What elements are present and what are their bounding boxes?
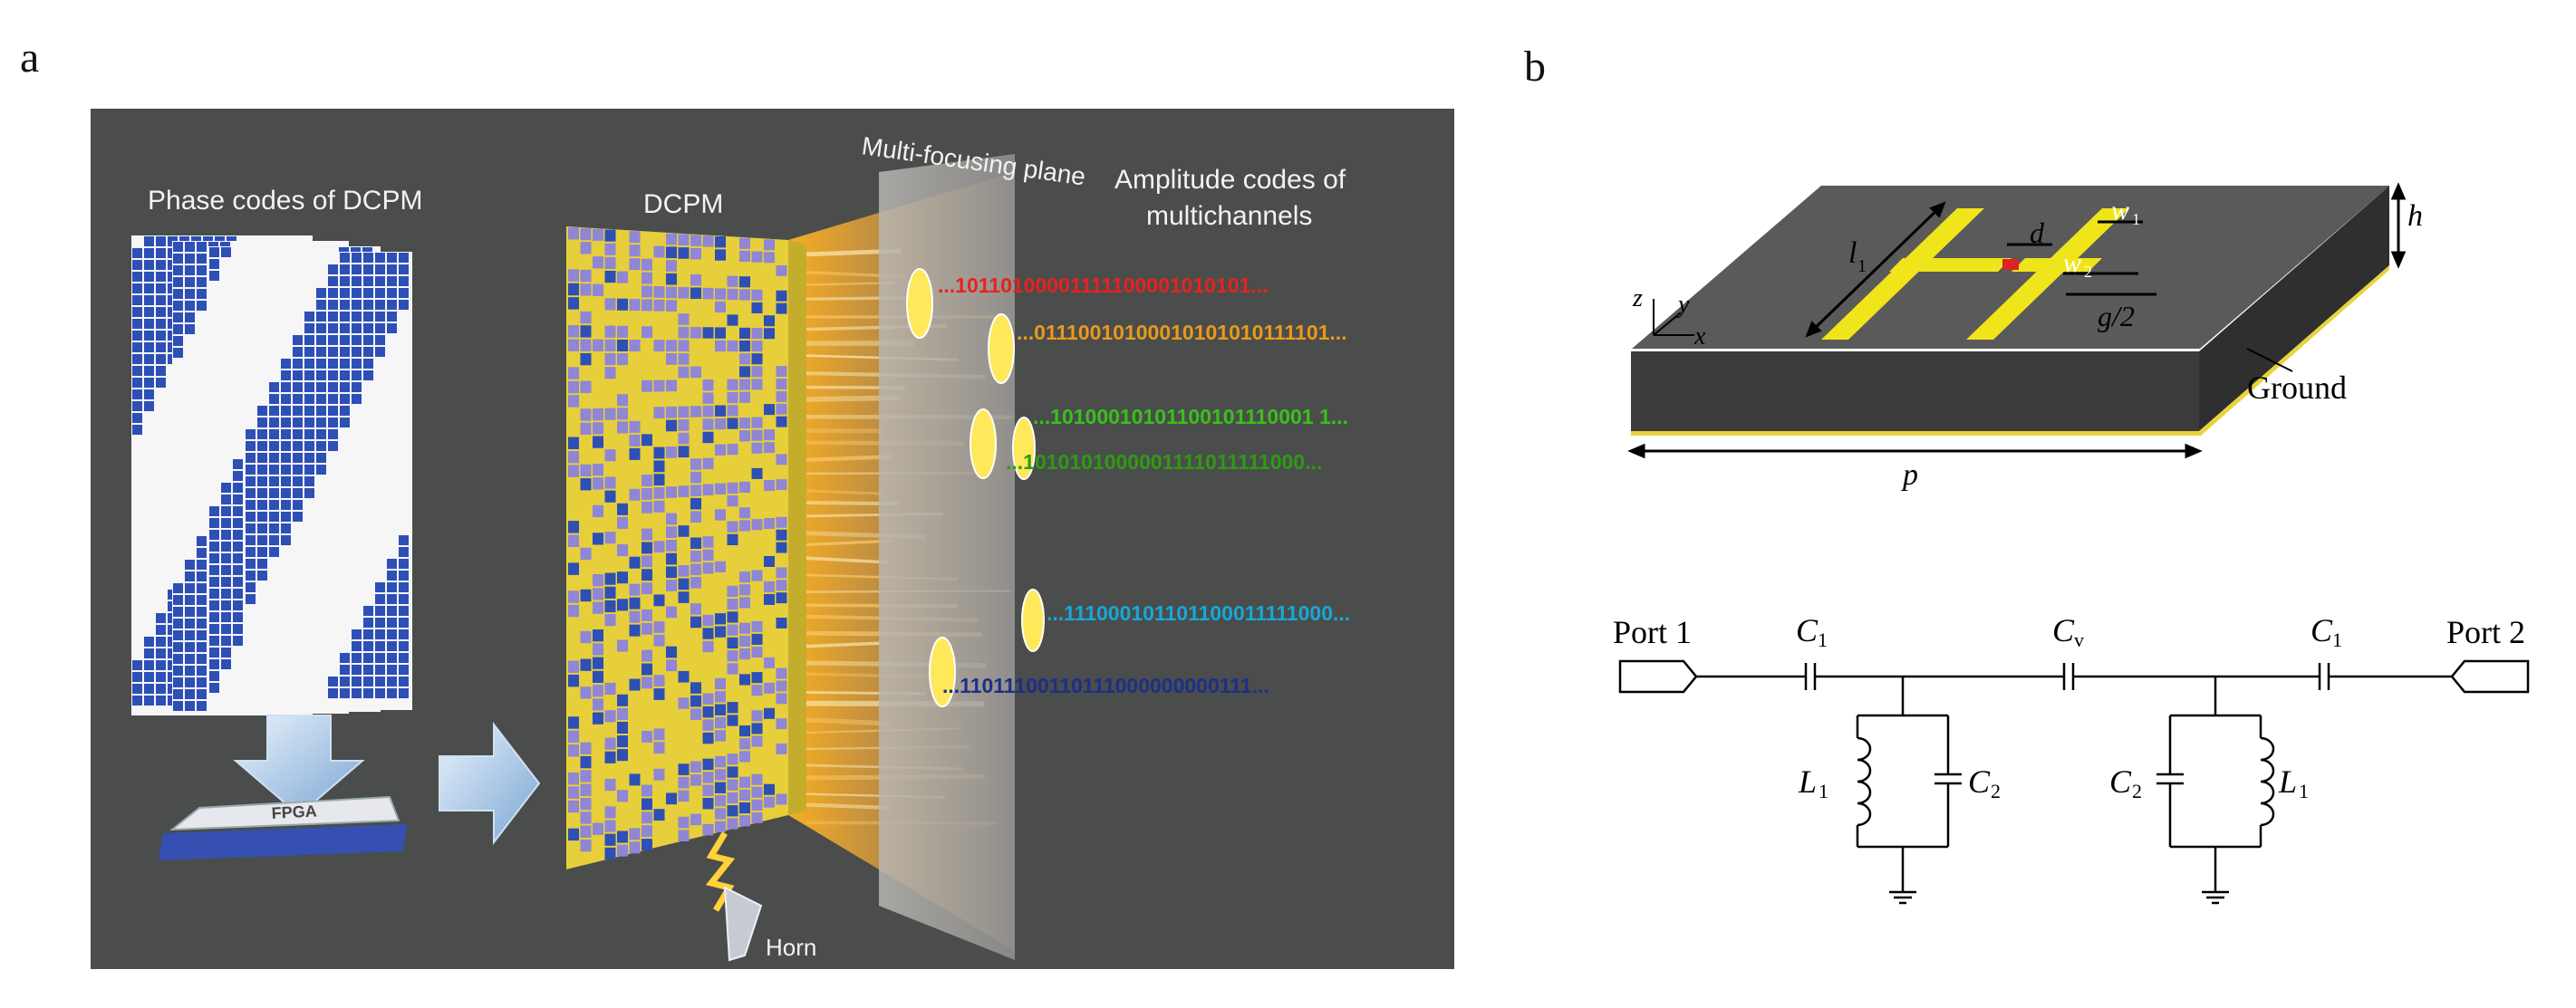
port1-label: Port 1 bbox=[1613, 614, 1692, 650]
dim-l1-sub: 1 bbox=[1857, 256, 1867, 276]
c2-left-sub: 2 bbox=[1991, 780, 2001, 802]
axis-x-label: x bbox=[1693, 322, 1706, 350]
code-string-cyan: ...111000101101100011111000... bbox=[1047, 601, 1350, 625]
dim-w1-label: w bbox=[2111, 196, 2129, 226]
dim-g2-label: g/2 bbox=[2098, 300, 2135, 332]
ground-label: Ground bbox=[2247, 370, 2347, 406]
phase-codes-title: Phase codes of DCPM bbox=[148, 186, 422, 216]
dcpm-label: DCPM bbox=[643, 189, 723, 219]
dim-p-label: p bbox=[1901, 458, 1918, 492]
dim-d-label: d bbox=[2030, 216, 2045, 249]
fpga-label: FPGA bbox=[271, 802, 317, 822]
axis-triad bbox=[1653, 299, 1694, 336]
panel-a-illustration: Phase codes of DCPM FPGA DCPM Horn Multi… bbox=[91, 109, 1454, 969]
amplitude-title-line2: multichannels bbox=[1146, 201, 1312, 231]
dim-w2-label: w bbox=[2063, 248, 2081, 278]
l1-right-sub: 1 bbox=[2299, 780, 2309, 802]
h-resonator-left bbox=[1821, 208, 2012, 340]
dim-l1-label: l bbox=[1848, 236, 1857, 270]
substrate-front bbox=[1631, 351, 2199, 431]
amplitude-title-line1: Amplitude codes of bbox=[1114, 165, 1346, 195]
code-string-dark-green: ...1010101000001111011111000... bbox=[1006, 450, 1322, 474]
c1-right-label: C bbox=[2311, 612, 2333, 648]
c1-left-sub: 1 bbox=[1818, 629, 1828, 651]
c1-left-label: C bbox=[1796, 612, 1819, 648]
focal-spots bbox=[906, 268, 1045, 707]
l1-left-sub: 1 bbox=[1819, 780, 1828, 802]
substrate-side bbox=[2199, 186, 2389, 431]
l1-left-label: L bbox=[1798, 763, 1817, 800]
dim-w1-sub: 1 bbox=[2132, 210, 2140, 228]
c1-right-sub: 1 bbox=[2332, 629, 2342, 651]
axis-y-label: y bbox=[1675, 291, 1690, 319]
c2-left-label: C bbox=[1968, 763, 1991, 800]
unit-cell-illustration: z y x l 1 d w 1 w 2 g/2 h p Ground bbox=[1627, 182, 2407, 492]
dim-w2-sub: 2 bbox=[2084, 263, 2092, 281]
h-resonator-right bbox=[1966, 208, 2129, 340]
horn-label: Horn bbox=[766, 934, 816, 961]
circuit-wires bbox=[1618, 659, 2530, 905]
c2-right-label: C bbox=[2109, 763, 2132, 800]
c2-right-sub: 2 bbox=[2132, 780, 2142, 802]
code-string-orange: ...01110010100010101010111101... bbox=[1017, 321, 1347, 344]
cv-label: C bbox=[2052, 612, 2075, 648]
phase-code-sheet bbox=[245, 252, 412, 710]
dimension-lines bbox=[1627, 182, 2407, 459]
dim-h-label-text: h bbox=[2407, 199, 2423, 233]
axis-z-label: z bbox=[1632, 284, 1643, 312]
fpga-board: FPGA bbox=[159, 795, 408, 860]
cv-sub: v bbox=[2074, 629, 2084, 651]
port2-label: Port 2 bbox=[2446, 614, 2525, 650]
multi-focusing-plane bbox=[879, 154, 1015, 960]
code-string-red: ...10110100001111100001010101... bbox=[938, 274, 1269, 297]
horn: Horn bbox=[705, 831, 816, 962]
code-string-green: ...10100010101100101110001 1... bbox=[1033, 405, 1348, 428]
right-arrow-icon bbox=[439, 722, 541, 845]
dcpm-metasurface bbox=[566, 226, 806, 869]
varactor-diode bbox=[2002, 259, 2019, 270]
phase-code-sheets bbox=[131, 235, 412, 715]
code-string-navy: ...11011100110111000000000111... bbox=[942, 674, 1269, 697]
equivalent-circuit: Port 1 Port 2 C 1 C v C 1 L 1 C 2 C 2 L … bbox=[1613, 612, 2530, 905]
panel-a-label: a bbox=[20, 34, 40, 82]
panel-b-label: b bbox=[1524, 43, 1546, 91]
down-arrow-icon bbox=[233, 715, 365, 817]
l1-right-label: L bbox=[2278, 763, 2297, 800]
